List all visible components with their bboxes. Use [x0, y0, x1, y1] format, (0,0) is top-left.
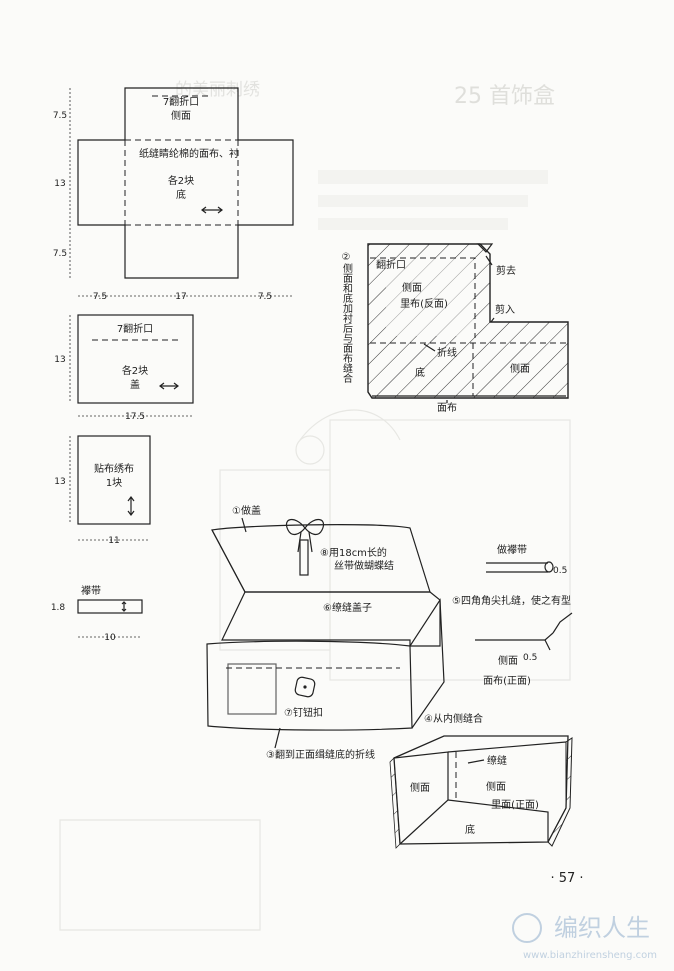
- step2-cut-off-label: 剪去: [496, 264, 516, 277]
- step8-label-line2: 丝带做蝴蝶结: [334, 559, 394, 572]
- step2-face-label: 面布: [437, 402, 457, 414]
- inner-sew-label: 缭缝: [487, 754, 507, 767]
- step8-label-line1: ⑧用18cm长的: [320, 546, 387, 559]
- corner-detail-dim: 0.5: [523, 653, 537, 663]
- bleed-subheading: 的美丽刺绣: [175, 80, 260, 100]
- step2-bottom-label: 底: [415, 366, 425, 379]
- step2-fold-line-label: 折线: [437, 346, 457, 359]
- embroidery-label-line1: 贴布绣布: [94, 462, 134, 475]
- embroidery-dim-height: 13: [54, 477, 65, 487]
- step2-vertical-caption: ②侧面和底加衬后与面布缝合: [341, 252, 353, 384]
- inner-bottom-label: 底: [465, 823, 475, 836]
- bleed-through: 25 首饰盒 的美丽刺绣: [59, 80, 571, 931]
- lid-dim-height: 13: [54, 355, 65, 365]
- button-icon: [294, 676, 316, 698]
- loop-detail-label: 做襻带: [497, 543, 527, 556]
- step2-cut-in-label: 剪入: [495, 303, 515, 316]
- inner-lining-label: 里面(正面): [491, 799, 539, 811]
- loop-strip-dim-width: 10: [104, 633, 116, 643]
- bow-icon: [285, 519, 325, 576]
- step4-label: ④从内侧缝合: [424, 712, 483, 725]
- step3-label: ③翻到正面缉缝底的折线: [266, 748, 375, 761]
- step2-side-label: 侧面: [402, 281, 422, 294]
- pattern-embroidery: 贴布绣布 1块 13 11: [54, 435, 151, 546]
- inner-lining-box: 缭缝 侧面 侧面 里面(正面) 底: [389, 735, 573, 849]
- watermark: 编织人生 www.bianzhirensheng.com: [512, 913, 657, 961]
- box-dim-middle: 13: [54, 179, 65, 189]
- embroidery-label-line2: 1块: [106, 477, 122, 489]
- box-count-label: 各2块: [168, 174, 194, 187]
- inner-side-right-label: 侧面: [486, 780, 506, 793]
- inner-side-left-label: 侧面: [410, 781, 430, 794]
- lid-dim-width: 17.5: [125, 412, 145, 422]
- box-dim-top: 7.5: [53, 111, 67, 121]
- corner-detail: ⑤四角角尖扎缝，使之有型 0.5 侧面 面布(正面): [452, 594, 573, 687]
- pattern-lid: 7翻折口 各2块 盖 13 17.5: [54, 314, 194, 422]
- watermark-url: www.bianzhirensheng.com: [523, 950, 657, 961]
- loop-strip-dim-height: 1.8: [51, 603, 66, 613]
- grain-arrow-icon: [159, 382, 179, 390]
- grain-arrow-icon: [127, 496, 135, 516]
- bleed-heading: 25 首饰盒: [454, 84, 555, 109]
- box-top-side-label: 侧面: [171, 109, 191, 122]
- lid-count-label: 各2块: [122, 364, 148, 377]
- step1-label: ①做盖: [232, 504, 261, 517]
- step5-label: ⑤四角角尖扎缝，使之有型: [452, 594, 571, 607]
- corner-side-label: 侧面: [498, 654, 518, 667]
- step2-lining-label: 里布(反面): [400, 298, 448, 310]
- box-dim-left: 7.5: [93, 292, 107, 302]
- pattern-box-side: 7翻折口 侧面 纸缝睛纶棉的面布、衬 各2块 底 7.5 13 7.5 7.5 …: [53, 87, 294, 302]
- grain-arrow-icon: [121, 601, 127, 612]
- loop-detail-dim: 0.5: [553, 566, 567, 576]
- box-material-label: 纸缝睛纶棉的面布、衬: [139, 147, 239, 160]
- corner-face-label: 面布(正面): [483, 675, 531, 687]
- box-dim-right: 7.5: [258, 292, 272, 302]
- step2-side2-label: 侧面: [510, 362, 530, 375]
- lid-fold-label: 7翻折口: [117, 322, 153, 335]
- box-bottom-label: 底: [176, 188, 186, 201]
- box-dim-bottom: 7.5: [53, 249, 67, 259]
- step7-label: ⑦钉钮扣: [284, 706, 323, 719]
- assembled-box: ①做盖 ⑧用18cm长的 丝带做蝴蝶结 ⑥缭缝盖子 ⑦钉钮扣 ④从内侧缝合 ③翻…: [206, 504, 483, 761]
- grain-arrow-icon: [201, 206, 223, 214]
- lid-name-label: 盖: [130, 378, 140, 391]
- step6-label: ⑥缭缝盖子: [323, 601, 372, 614]
- box-dim-center: 17: [175, 292, 186, 302]
- loop-strip-label: 襻带: [81, 584, 101, 597]
- embroidery-dim-width: 11: [108, 536, 119, 546]
- box-top-fold-label: 7翻折口: [163, 95, 199, 108]
- step2-fold-label: 翻折口: [376, 258, 406, 271]
- step2-figure: ②侧面和底加衬后与面布缝合 翻折口 侧面 里布(反面) 剪去 剪入 折线 底 侧…: [341, 243, 569, 414]
- page-number: · 57 ·: [550, 871, 583, 886]
- watermark-logo-text: 编织人生: [554, 914, 650, 942]
- loop-detail: 做襻带 0.5: [486, 543, 567, 576]
- pattern-loop-strip: 襻带 1.8 10: [51, 584, 143, 643]
